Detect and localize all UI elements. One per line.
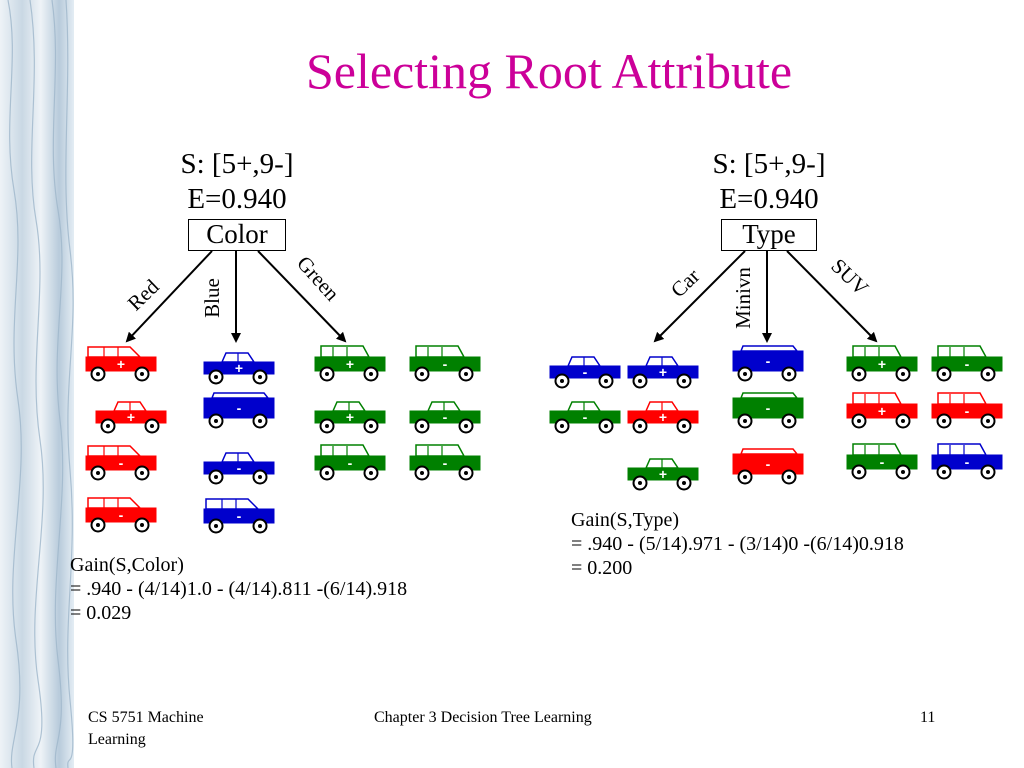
example-label: -	[119, 507, 124, 523]
edge-car	[653, 250, 746, 343]
red-van-example: -	[732, 448, 804, 485]
example-label: +	[659, 466, 667, 482]
green-suv-example: -	[314, 444, 386, 481]
branch-label-minivan: Minivn	[731, 267, 755, 329]
blue-coupe-example: +	[627, 356, 699, 389]
green-suv-example: -	[409, 345, 481, 382]
footer-page-number: 11	[920, 709, 936, 726]
blue-coupe-example: +	[203, 352, 275, 385]
right-gain-line: Gain(S,Type)	[571, 509, 680, 531]
example-label: -	[348, 455, 353, 471]
branch-label-blue: Blue	[200, 278, 224, 318]
branch-label-green: Green	[292, 251, 344, 306]
example-label: -	[965, 356, 970, 372]
blue-van-example: -	[732, 345, 804, 382]
stripe-texture	[7, 0, 74, 768]
edge-suv	[786, 250, 878, 343]
example-label: -	[766, 400, 771, 416]
green-suv-example: +	[846, 345, 918, 382]
right-gain-formula: Gain(S,Type) = .940 - (5/14).971 - (3/14…	[571, 508, 904, 580]
footer-course: CS 5751 Machine Learning	[88, 707, 204, 751]
edge-green	[257, 250, 347, 343]
example-label: -	[443, 409, 448, 425]
red-sedan-example: -	[85, 445, 157, 481]
green-suv-example: +	[314, 345, 386, 382]
left-gain-line: = .940 - (4/14)1.0 - (4/14).811 -(6/14).…	[70, 578, 408, 600]
edge-red	[125, 250, 213, 343]
slide-title: Selecting Root Attribute	[305, 43, 793, 99]
green-suv-example: -	[409, 444, 481, 481]
right-gain-line: = .940 - (5/14).971 - (3/14)0 -(6/14)0.9…	[571, 533, 904, 555]
example-label: +	[878, 403, 886, 419]
red-suv-example: +	[846, 392, 918, 429]
example-label: +	[659, 409, 667, 425]
red-sedan-example: +	[85, 346, 157, 382]
right-gain-line: = 0.200	[571, 557, 633, 579]
green-coupe-example: -	[409, 401, 481, 434]
example-label: -	[237, 460, 242, 476]
blue-van-example: -	[203, 392, 275, 429]
footer-course-line: CS 5751 Machine	[88, 709, 204, 726]
example-label: +	[117, 356, 125, 372]
green-coupe-example: +	[627, 458, 699, 491]
green-coupe-example: +	[314, 401, 386, 434]
left-gain-line: Gain(S,Color)	[70, 554, 184, 576]
example-label: -	[443, 455, 448, 471]
left-gain-line: = 0.029	[70, 602, 132, 624]
example-label: +	[878, 356, 886, 372]
example-label: +	[346, 409, 354, 425]
green-coupe-example: -	[549, 401, 621, 434]
example-label: -	[583, 364, 588, 380]
example-label: -	[766, 456, 771, 472]
branch-label-suv: SUV	[826, 254, 873, 300]
footer-chapter: Chapter 3 Decision Tree Learning	[374, 709, 592, 726]
example-label: +	[659, 364, 667, 380]
left-attribute-node: Color	[188, 219, 286, 251]
right-entropy-label: E=0.940	[719, 183, 819, 215]
blue-suv-example: -	[931, 443, 1003, 480]
red-suv-example: -	[931, 392, 1003, 429]
red-coupe-example: +	[627, 401, 699, 434]
example-label: -	[880, 454, 885, 470]
green-suv-example: -	[931, 345, 1003, 382]
example-label: -	[965, 403, 970, 419]
green-van-example: -	[732, 392, 804, 429]
example-label: -	[965, 454, 970, 470]
example-label: +	[235, 360, 243, 376]
red-coupe-example: +	[95, 401, 167, 434]
left-set-label: S: [5+,9-]	[180, 148, 294, 180]
blue-coupe-example: -	[549, 356, 621, 389]
right-set-label: S: [5+,9-]	[712, 148, 826, 180]
example-label: -	[443, 356, 448, 372]
example-label: +	[346, 356, 354, 372]
example-label: -	[766, 353, 771, 369]
example-label: -	[119, 455, 124, 471]
example-label: -	[237, 400, 242, 416]
right-attribute-node: Type	[721, 219, 817, 251]
green-suv-example: -	[846, 443, 918, 480]
left-entropy-label: E=0.940	[187, 183, 287, 215]
footer-course-line: Learning	[88, 731, 146, 748]
blue-coupe-example: -	[203, 452, 275, 485]
example-label: -	[583, 409, 588, 425]
blue-sedan-example: -	[203, 498, 275, 534]
red-sedan-example: -	[85, 497, 157, 533]
example-label: -	[237, 508, 242, 524]
example-label: +	[127, 409, 135, 425]
decorative-side-stripe	[0, 0, 74, 768]
left-gain-formula: Gain(S,Color) = .940 - (4/14)1.0 - (4/14…	[70, 553, 407, 625]
